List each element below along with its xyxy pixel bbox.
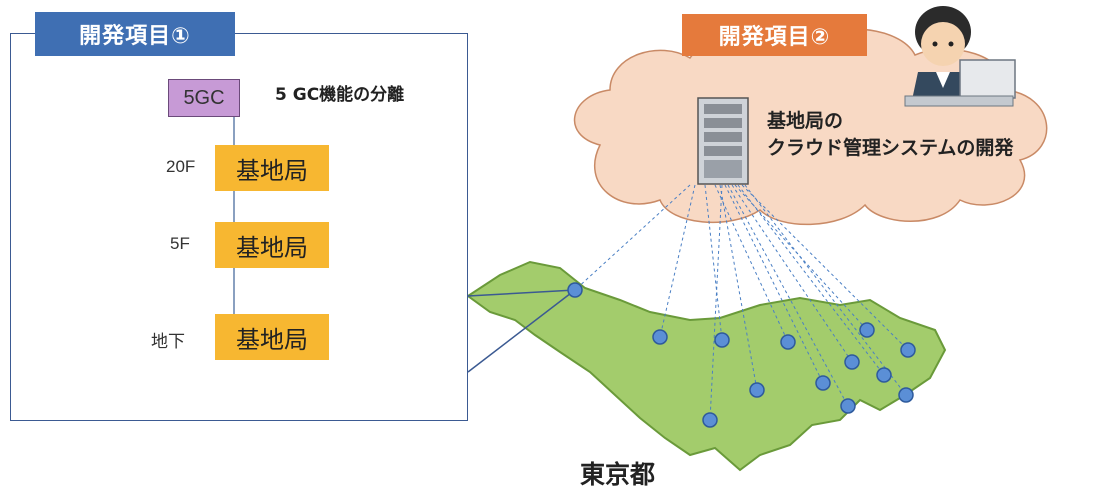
- location-dot: [859, 322, 875, 338]
- location-dot: [840, 398, 856, 414]
- location-dot: [898, 387, 914, 403]
- location-dot: [749, 382, 765, 398]
- box-to-map-lines: [467, 289, 576, 373]
- location-dot: [714, 332, 730, 348]
- laptop-icon: [904, 59, 1016, 107]
- location-dot: [567, 282, 583, 298]
- location-dot: [780, 334, 796, 350]
- server-rack-icon: [697, 97, 749, 185]
- tokyo-label: 東京都: [580, 460, 656, 489]
- 5gc-box: 5GC: [168, 79, 240, 117]
- location-dots: [567, 282, 916, 428]
- cloud-caption-line2: クラウド管理システムの開発: [767, 137, 1014, 159]
- floor-label-5f: 5F: [170, 234, 190, 253]
- base-station-5f: 基地局: [215, 222, 329, 268]
- tokyo-map: [466, 260, 947, 472]
- location-dot: [815, 375, 831, 391]
- base-station-basement: 基地局: [215, 314, 329, 360]
- floor-label-20f: 20F: [166, 157, 196, 176]
- location-dot: [652, 329, 668, 345]
- connection-lines: [574, 184, 909, 421]
- 5gc-caption: 5 GC機能の分離: [275, 85, 405, 105]
- location-dot: [844, 354, 860, 370]
- floor-label-basement: 地下: [151, 332, 185, 351]
- development-item-2-tag: 開発項目②: [682, 14, 867, 56]
- cloud-management-caption: 基地局の クラウド管理システムの開発: [767, 108, 1013, 162]
- location-dot: [876, 367, 892, 383]
- base-station-20f: 基地局: [215, 145, 329, 191]
- development-item-1-tag: 開発項目①: [35, 12, 235, 56]
- location-dot: [702, 412, 718, 428]
- cloud-caption-line1: 基地局の: [767, 110, 844, 132]
- location-dot: [900, 342, 916, 358]
